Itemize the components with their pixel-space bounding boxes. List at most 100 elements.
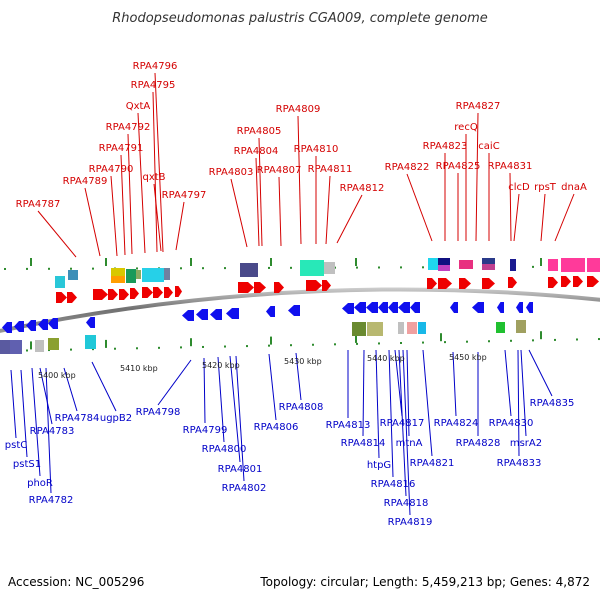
- feature-box: [126, 269, 136, 283]
- reverse-arrow: [366, 302, 378, 313]
- forward-arrow: [164, 287, 173, 298]
- gene-label-clcd: clcD: [508, 182, 530, 193]
- feature-box: [367, 322, 383, 336]
- leader-line: [39, 367, 53, 425]
- reverse-arrow: [196, 309, 208, 320]
- feature-box: [35, 340, 44, 352]
- leader-line: [153, 183, 162, 252]
- forward-arrow: [108, 289, 118, 300]
- gene-label-pstc: pstC: [5, 440, 27, 451]
- scale-label: 5440 kbp: [367, 354, 405, 363]
- leader-line: [336, 194, 363, 244]
- scale-tick: [30, 341, 32, 350]
- reverse-arrow: [26, 320, 36, 331]
- scale-dot: [136, 347, 138, 350]
- feature-boxes: [0, 258, 600, 354]
- feature-box: [10, 340, 22, 354]
- scale-dot: [532, 339, 534, 342]
- reverse-arrow: [182, 310, 194, 321]
- leader-line: [20, 369, 28, 458]
- forward-gene-arrows: [56, 276, 599, 303]
- leader-line: [422, 349, 433, 457]
- leader-line: [402, 349, 411, 516]
- leader-line: [255, 157, 260, 247]
- scale-label: 5430 kbp: [284, 357, 322, 366]
- gene-label-rpa4831: RPA4831: [488, 161, 533, 172]
- scale-dot: [378, 266, 380, 269]
- gene-label-rpa4823: RPA4823: [423, 141, 468, 152]
- leader-line: [517, 349, 520, 457]
- leader-line: [230, 178, 248, 248]
- gene-label-rpa4783: RPA4783: [30, 426, 75, 437]
- scale-tick: [440, 333, 442, 342]
- scale-dot: [378, 342, 380, 345]
- leader-line: [203, 357, 206, 424]
- leader-line: [152, 91, 158, 253]
- gene-label-rpa4825: RPA4825: [436, 161, 481, 172]
- forward-arrow: [274, 282, 284, 293]
- scale-tick: [270, 258, 272, 266]
- gene-label-rpa4808: RPA4808: [279, 402, 324, 413]
- leader-line: [388, 349, 394, 478]
- scale-dot: [334, 343, 336, 346]
- forward-arrow: [587, 276, 599, 287]
- leader-line: [127, 133, 133, 255]
- feature-box: [0, 340, 10, 354]
- feature-box: [438, 265, 450, 271]
- leader-line: [528, 349, 553, 397]
- forward-arrow: [482, 278, 495, 289]
- leader-line: [110, 175, 118, 257]
- gene-label-rpa4821: RPA4821: [410, 458, 455, 469]
- gene-label-rpa4818: RPA4818: [384, 498, 429, 509]
- scale-tick-marks: [30, 258, 542, 350]
- gene-label-recq: recQ: [454, 122, 478, 133]
- gene-label-rpst: rpsT: [534, 182, 557, 193]
- leader-line: [63, 367, 78, 412]
- feature-box: [398, 322, 404, 334]
- gene-label-rpa4800: RPA4800: [202, 444, 247, 455]
- feature-box: [407, 322, 417, 334]
- reverse-arrow: [266, 306, 275, 317]
- feature-box: [136, 270, 141, 279]
- gene-label-rpa4791: RPA4791: [99, 143, 144, 154]
- feature-box: [561, 258, 573, 272]
- scale-dot: [290, 344, 292, 347]
- accession-text: Accession: NC_005296: [8, 575, 144, 589]
- gene-label-rpa4807: RPA4807: [257, 165, 302, 176]
- gene-label-qxtb: qxtB: [142, 172, 165, 183]
- scale-dot: [202, 345, 204, 348]
- reverse-arrow: [516, 302, 523, 313]
- leader-line: [295, 352, 302, 401]
- gene-label-rpa4782: RPA4782: [29, 495, 74, 506]
- gene-label-rpa4784: RPA4784: [55, 413, 100, 424]
- forward-arrow: [306, 280, 322, 291]
- gene-label-rpa4790: RPA4790: [89, 164, 134, 175]
- gene-label-rpa4827: RPA4827: [456, 101, 501, 112]
- gene-label-rpa4830: RPA4830: [489, 418, 534, 429]
- gene-label-dnaa: dnaA: [561, 182, 587, 193]
- feature-box: [459, 260, 473, 269]
- forward-arrow: [508, 277, 517, 288]
- scale-dot: [224, 267, 226, 270]
- scale-dot: [444, 341, 446, 344]
- gene-label-rpa4802: RPA4802: [222, 483, 267, 494]
- bottom-leader-lines: [10, 349, 553, 516]
- forward-arrow: [175, 286, 182, 297]
- scale-dot: [576, 338, 578, 341]
- scale-tick: [30, 258, 32, 266]
- scale-dot: [488, 340, 490, 343]
- scale-dot: [48, 349, 50, 352]
- scale-dot: [532, 265, 534, 268]
- reverse-arrow: [288, 305, 300, 316]
- leader-line: [362, 349, 365, 437]
- scale-label: 5410 kbp: [120, 364, 158, 373]
- scale-tick: [355, 258, 357, 266]
- gene-label-rpa4824: RPA4824: [434, 418, 479, 429]
- gene-label-rpa4816: RPA4816: [371, 479, 416, 490]
- leader-line: [394, 349, 403, 417]
- leader-line: [375, 349, 380, 459]
- gene-label-rpa4817: RPA4817: [380, 418, 425, 429]
- forward-arrow: [561, 276, 571, 287]
- leader-line: [520, 349, 527, 437]
